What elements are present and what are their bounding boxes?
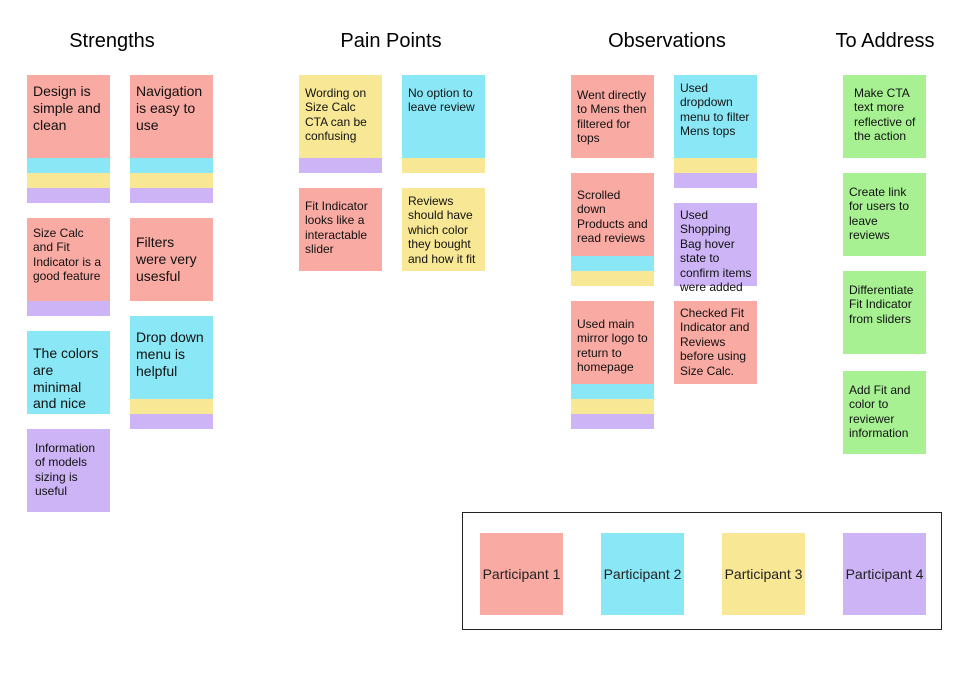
note-text: Used main mirror logo to return to homep… (571, 301, 654, 384)
note-text: Went directly to Mens then filtered for … (571, 75, 654, 158)
participant-3-strip (402, 158, 485, 173)
participant-4-strip (299, 158, 382, 173)
participant-4-strip (27, 188, 110, 203)
participant-2-strip (571, 256, 654, 271)
participant-4-strip (130, 414, 213, 429)
note-text: Create link for users to leave reviews (843, 173, 926, 256)
note-text: Filters were very usesful (130, 218, 213, 301)
note-text: Used dropdown menu to filter Mens tops (674, 75, 757, 158)
sticky-note: Drop down menu is helpful (130, 316, 213, 429)
sticky-note: Navigation is easy to use (130, 75, 213, 203)
sticky-note: The colors are minimal and nice (27, 331, 110, 414)
sticky-note: Design is simple and clean (27, 75, 110, 203)
note-text: Size Calc and Fit Indicator is a good fe… (27, 218, 110, 301)
sticky-note: Make CTA text more reflective of the act… (843, 75, 926, 158)
column-title-observations: Observations (608, 30, 726, 52)
note-text: Design is simple and clean (27, 75, 110, 158)
participant-4-strip (27, 301, 110, 316)
participant-3-strip (571, 399, 654, 414)
participant-2-strip (571, 384, 654, 399)
sticky-note: No option to leave review (402, 75, 485, 173)
sticky-note: Reviews should have which color they bou… (402, 188, 485, 271)
sticky-note: Went directly to Mens then filtered for … (571, 75, 654, 158)
sticky-note: Add Fit and color to reviewer informatio… (843, 371, 926, 454)
legend-participant-4: Participant 4 (843, 533, 926, 615)
participant-3-strip (674, 158, 757, 173)
note-text: Make CTA text more reflective of the act… (843, 75, 926, 158)
note-text: Add Fit and color to reviewer informatio… (843, 371, 926, 454)
participant-2-strip (130, 158, 213, 173)
sticky-note: Information of models sizing is useful (27, 429, 110, 512)
sticky-note: Size Calc and Fit Indicator is a good fe… (27, 218, 110, 316)
note-text: No option to leave review (402, 75, 485, 158)
sticky-note: Fit Indicator looks like a interactable … (299, 188, 382, 271)
sticky-note: Differentiate Fit Indicator from sliders (843, 271, 926, 354)
column-title-pain-points: Pain Points (340, 30, 442, 52)
sticky-note: Scrolled down Products and read reviews (571, 173, 654, 286)
note-text: Wording on Size Calc CTA can be confusin… (299, 75, 382, 158)
note-text: Differentiate Fit Indicator from sliders (843, 271, 926, 354)
sticky-note: Used dropdown menu to filter Mens tops (674, 75, 757, 188)
note-text: Information of models sizing is useful (27, 429, 110, 512)
note-text: Drop down menu is helpful (130, 316, 213, 399)
note-text: Checked Fit Indicator and Reviews before… (674, 301, 757, 384)
participant-4-strip (571, 414, 654, 429)
note-text: Used Shopping Bag hover state to confirm… (674, 203, 757, 294)
note-text: Fit Indicator looks like a interactable … (299, 188, 382, 271)
sticky-note: Wording on Size Calc CTA can be confusin… (299, 75, 382, 173)
note-text: Navigation is easy to use (130, 75, 213, 158)
column-title-strengths: Strengths (69, 30, 155, 52)
sticky-note: Used Shopping Bag hover state to confirm… (674, 203, 757, 294)
legend-participant-2: Participant 2 (601, 533, 684, 615)
note-text: Reviews should have which color they bou… (402, 188, 485, 271)
note-text: Scrolled down Products and read reviews (571, 173, 654, 256)
legend-participant-3: Participant 3 (722, 533, 805, 615)
participant-3-strip (27, 173, 110, 188)
sticky-note: Filters were very usesful (130, 218, 213, 301)
participant-2-strip (27, 158, 110, 173)
column-title-to-address: To Address (835, 30, 935, 52)
participant-legend: Participant 1 Participant 2 Participant … (462, 512, 942, 630)
participant-3-strip (130, 173, 213, 188)
sticky-note: Checked Fit Indicator and Reviews before… (674, 301, 757, 384)
legend-participant-1: Participant 1 (480, 533, 563, 615)
participant-3-strip (571, 271, 654, 286)
note-text: The colors are minimal and nice (27, 331, 110, 414)
sticky-note: Create link for users to leave reviews (843, 173, 926, 256)
participant-4-strip (674, 173, 757, 188)
participant-3-strip (130, 399, 213, 414)
sticky-note: Used main mirror logo to return to homep… (571, 301, 654, 429)
participant-4-strip (130, 188, 213, 203)
